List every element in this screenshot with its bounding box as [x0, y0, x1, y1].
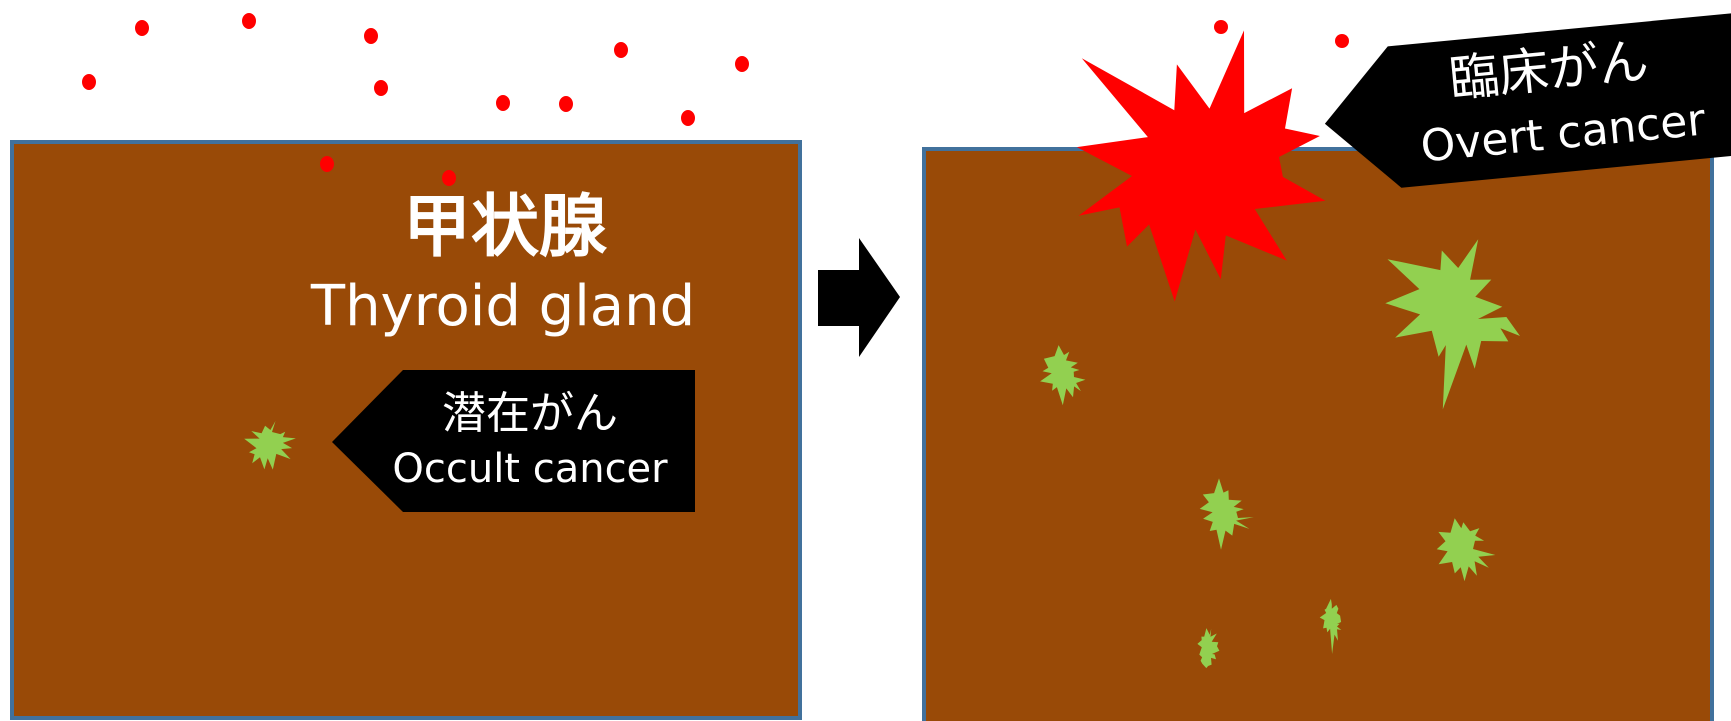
right-dots [1214, 20, 1349, 48]
overt-cancer-callout: 臨床がん Overt cancer [1324, 12, 1731, 188]
dot [559, 96, 573, 112]
green-starburst-icon [1197, 628, 1220, 669]
dot [1214, 20, 1228, 34]
dot [614, 42, 628, 58]
green-starburst-icon [244, 421, 296, 470]
dot [1335, 34, 1349, 48]
callout-shape [1324, 12, 1731, 188]
green-starburst-icon [1040, 345, 1086, 406]
dot [681, 110, 695, 126]
occult-cancer-callout: 潜在がん Occult cancer [332, 370, 695, 512]
occult-cancer-label-en: Occult cancer [392, 446, 668, 492]
dot [496, 95, 510, 111]
right-thyroid-gland [922, 147, 1714, 721]
right-panel: 臨床がん Overt cancer [922, 12, 1731, 721]
red-starburst-icon [1076, 30, 1326, 302]
right-arrow-icon [818, 238, 900, 357]
left-dots [82, 13, 749, 186]
green-starburst-icon [1385, 239, 1520, 410]
dot [442, 170, 456, 186]
green-starburst-icon [1436, 518, 1496, 582]
green-starburst-icon [1319, 598, 1342, 654]
left-panel: 甲状腺 Thyroid gland 潜在がん Occult cancer [10, 13, 802, 720]
dot [82, 74, 96, 90]
dot [364, 28, 378, 44]
callout-shape [332, 370, 695, 512]
dot [242, 13, 256, 29]
green-starburst-icon [1199, 478, 1254, 550]
dot [320, 156, 334, 172]
dot [735, 56, 749, 72]
dot [374, 80, 388, 96]
thyroid-title-en: Thyroid gland [310, 274, 695, 339]
occult-cancer-label-ja: 潜在がん [442, 388, 618, 439]
thyroid-title-ja: 甲状腺 [403, 188, 608, 267]
dot [135, 20, 149, 36]
